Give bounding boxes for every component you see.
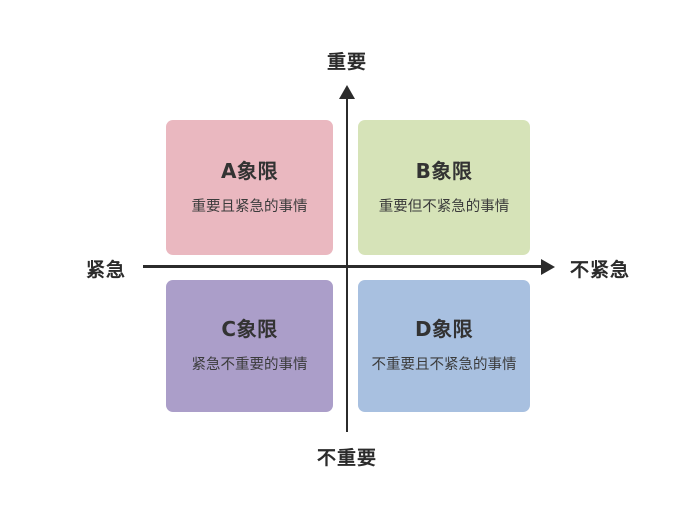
- horizontal-axis-line: [143, 265, 543, 268]
- quadrant-c: C象限 紧急不重要的事情: [166, 280, 333, 412]
- quadrant-b-description: 重要但不紧急的事情: [378, 198, 510, 215]
- quadrant-d-title: D象限: [414, 317, 474, 342]
- quadrant-d-description: 不重要且不紧急的事情: [371, 357, 517, 374]
- axis-label-bottom: 不重要: [316, 447, 377, 469]
- quadrant-a-description: 重要且紧急的事情: [191, 198, 308, 215]
- arrow-up-icon: [339, 85, 355, 99]
- vertical-axis-line: [345, 96, 348, 432]
- quadrant-a: A象限 重要且紧急的事情: [166, 120, 333, 255]
- axis-label-top: 重要: [326, 51, 367, 73]
- quadrant-d: D象限 不重要且不紧急的事情: [358, 280, 530, 412]
- axis-label-right: 不紧急: [570, 259, 631, 281]
- quadrant-c-description: 紧急不重要的事情: [191, 357, 308, 374]
- quadrant-c-title: C象限: [221, 317, 278, 342]
- axis-label-left: 紧急: [86, 259, 127, 281]
- quadrant-a-title: A象限: [221, 158, 278, 183]
- quadrant-b: B象限 重要但不紧急的事情: [358, 120, 530, 255]
- quadrant-b-title: B象限: [415, 158, 473, 183]
- arrow-right-icon: [541, 259, 555, 275]
